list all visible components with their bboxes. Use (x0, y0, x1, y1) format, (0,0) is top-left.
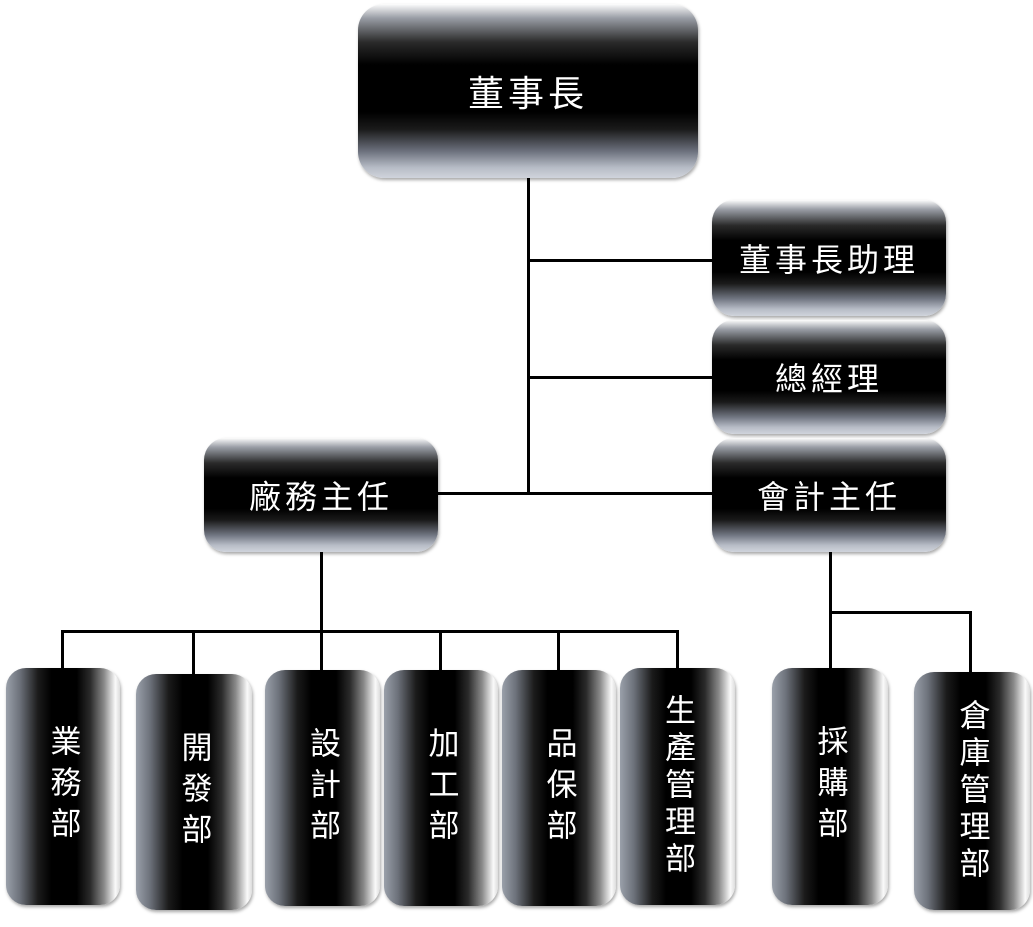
connector-line (61, 630, 64, 670)
connector-line (557, 630, 560, 672)
factory-director-box: 廠務主任 (204, 438, 438, 552)
chairman-box: 董事長 (358, 4, 698, 178)
accounting-director-box: 會計主任 (712, 438, 946, 552)
general-manager-label: 總經理 (774, 360, 883, 398)
connector-line (969, 611, 972, 674)
department-box-sales: 業務部 (6, 668, 120, 905)
department-label: 倉庫管理部 (953, 698, 990, 884)
connector-line (829, 611, 972, 614)
department-label: 加工部 (422, 726, 459, 850)
connector-line (439, 630, 442, 672)
department-label: 業務部 (44, 725, 81, 848)
connector-line (320, 630, 323, 672)
connector-line (527, 178, 530, 495)
connector-line (527, 259, 713, 262)
department-label: 品保部 (540, 726, 577, 850)
department-label: 生產管理部 (659, 694, 695, 879)
department-box-production: 生產管理部 (620, 668, 735, 905)
department-box-quality: 品保部 (502, 670, 616, 906)
department-box-development: 開發部 (136, 674, 252, 910)
factory-director-label: 廠務主任 (248, 478, 393, 516)
connector-line (192, 630, 195, 676)
department-box-purchasing: 採購部 (772, 668, 888, 905)
connector-line (527, 376, 713, 379)
chairman-assistant-box: 董事長助理 (712, 200, 946, 316)
department-box-processing: 加工部 (384, 670, 498, 906)
connector-line (676, 630, 679, 670)
chairman-label: 董事長 (467, 74, 588, 115)
department-box-design: 設計部 (265, 670, 380, 906)
general-manager-box: 總經理 (712, 320, 946, 434)
accounting-director-label: 會計主任 (756, 478, 901, 516)
chairman-assistant-label: 董事長助理 (738, 241, 919, 279)
connector-line (61, 630, 679, 633)
department-label: 開發部 (175, 730, 212, 854)
connector-line (320, 552, 323, 632)
department-label: 採購部 (811, 725, 848, 848)
department-label: 設計部 (304, 726, 340, 850)
connector-line (438, 492, 713, 495)
department-box-warehouse: 倉庫管理部 (914, 672, 1030, 910)
